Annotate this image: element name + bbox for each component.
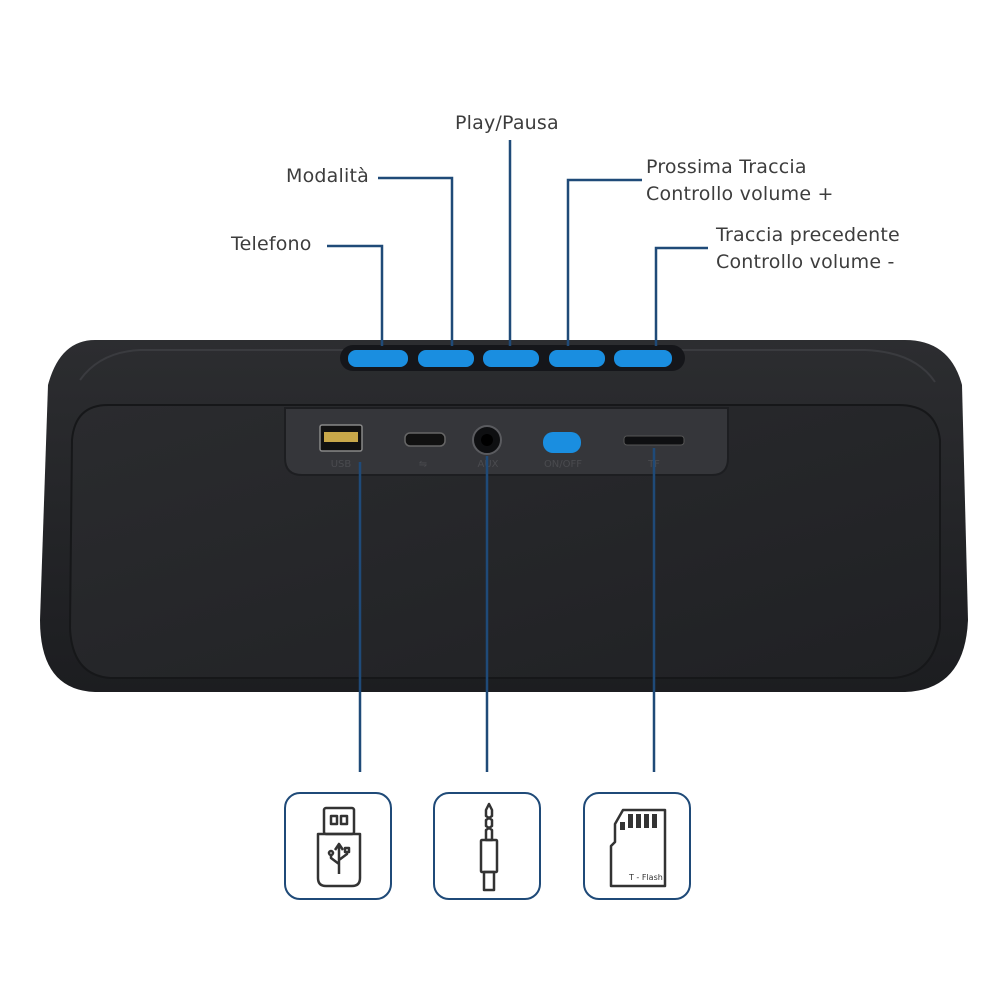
volume-down-label: Controllo volume - [716,251,895,273]
micro-usb-port [404,432,446,447]
usb-port-label: USB [331,459,352,470]
micro-usb-label: ⇋ [419,459,427,470]
audio-jack-icon [479,802,499,892]
usb-icon-card [284,792,392,900]
usb-drive-icon [316,806,362,888]
aux-icon-card [433,792,541,900]
volume-up-label: Controllo volume + [646,183,834,205]
port-panel [284,407,729,476]
on-off-label: ON/OFF [544,459,582,470]
sd-card-icon: T - Flash [609,808,667,888]
telefono-leader-line [327,244,384,346]
t-flash-text: T - Flash [628,873,663,882]
tf-card-icon-card: T - Flash [583,792,691,900]
power-switch[interactable] [543,432,581,453]
prossima-leader-line [566,178,642,346]
mode-button[interactable] [418,350,474,367]
tf-card-slot [623,435,685,446]
precedente-leader-line [654,246,708,346]
prev-track-button[interactable] [614,350,672,367]
next-track-button[interactable] [549,350,605,367]
phone-button[interactable] [348,350,408,367]
traccia-precedente-label: Traccia precedente [716,224,900,246]
modalita-leader-line [378,176,454,346]
telefono-label: Telefono [231,233,312,255]
play-pausa-label: Play/Pausa [455,112,559,134]
prossima-traccia-label: Prossima Traccia [646,156,807,178]
modalita-label: Modalità [286,165,369,187]
play-pause-button[interactable] [483,350,539,367]
